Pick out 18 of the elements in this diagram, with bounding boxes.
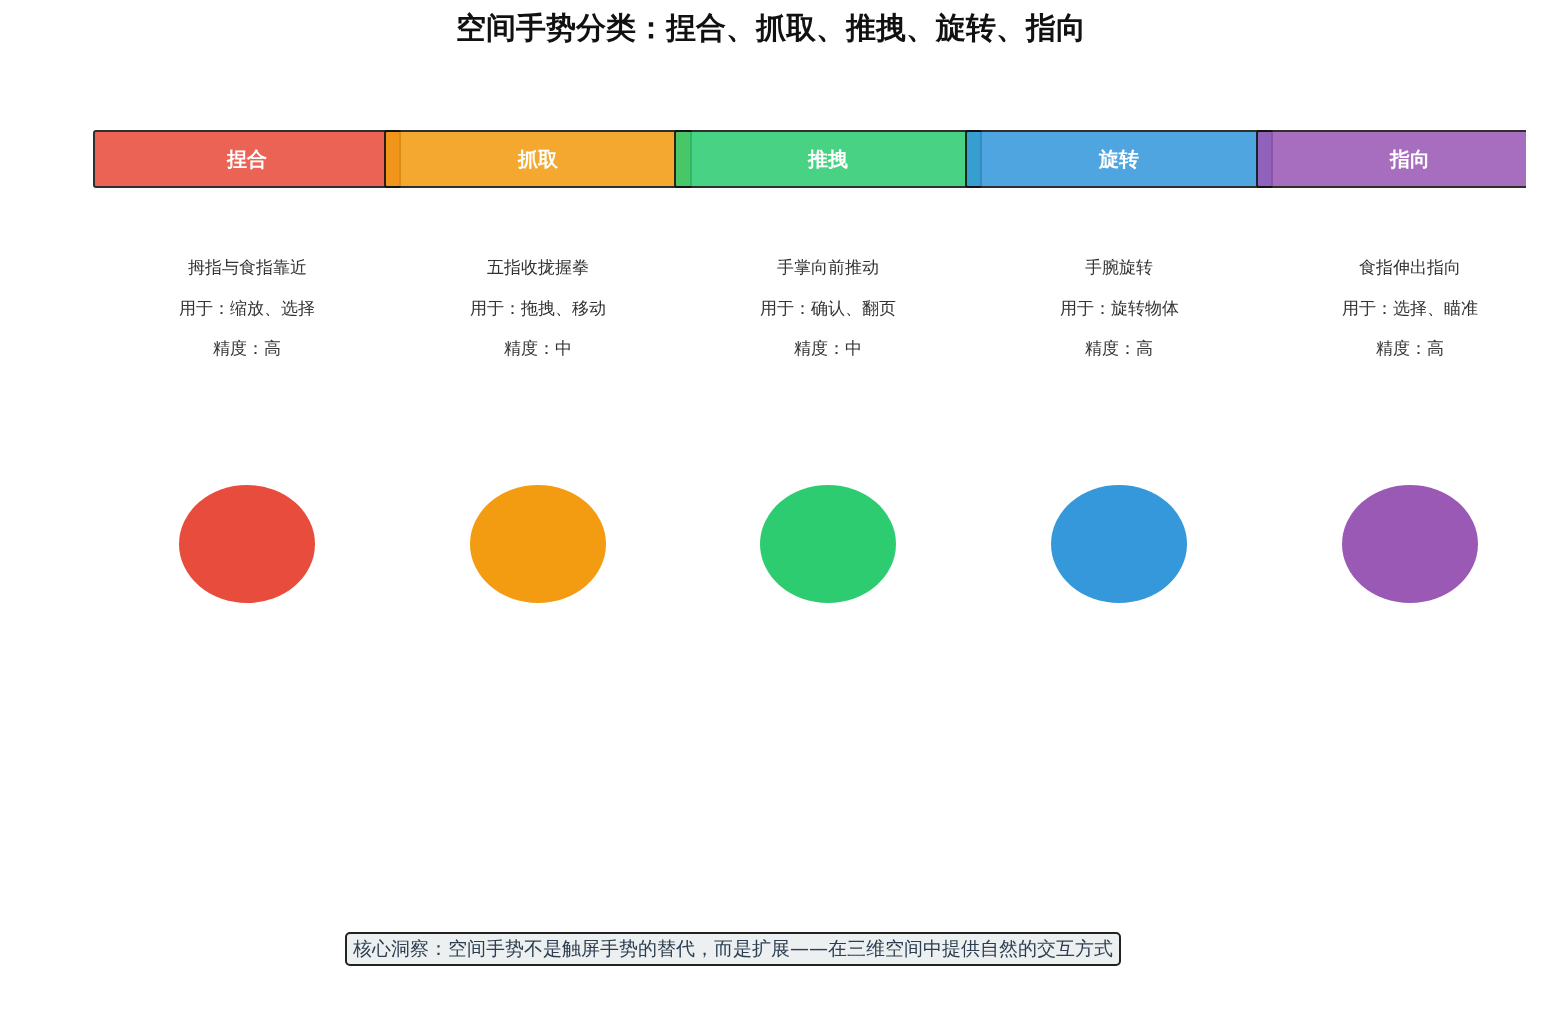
insight-box: 核心洞察：空间手势不是触屏手势的替代，而是扩展——在三维空间中提供自然的交互方式: [345, 932, 1121, 966]
description-text: 五指收拢握拳: [486, 257, 589, 277]
description-text: 精度：高: [1085, 338, 1154, 358]
description-text: 用于：缩放、选择: [179, 297, 315, 318]
description-text: 精度：中: [794, 338, 863, 358]
description-text: 用于：确认、翻页: [760, 297, 897, 318]
description-text: 精度：高: [1375, 338, 1444, 358]
description-text: 手腕旋转: [1085, 257, 1154, 277]
description-text: 精度：高: [213, 338, 281, 358]
description-text: 拇指与食指靠近: [187, 257, 307, 277]
description-text: 食指伸出指向: [1358, 257, 1461, 277]
description-text: 手掌向前推动: [777, 257, 880, 277]
category-bar: 指向: [1255, 130, 1526, 188]
description-text: 用于：旋转物体: [1059, 297, 1179, 318]
title: 空间手势分类：捏合、抓取、推拽、旋转、指向: [455, 10, 1086, 45]
description-text: 精度：中: [503, 338, 572, 358]
description-text: 用于：拖拽、移动: [469, 297, 606, 318]
description-text: 用于：选择、瞄准: [1341, 297, 1478, 318]
